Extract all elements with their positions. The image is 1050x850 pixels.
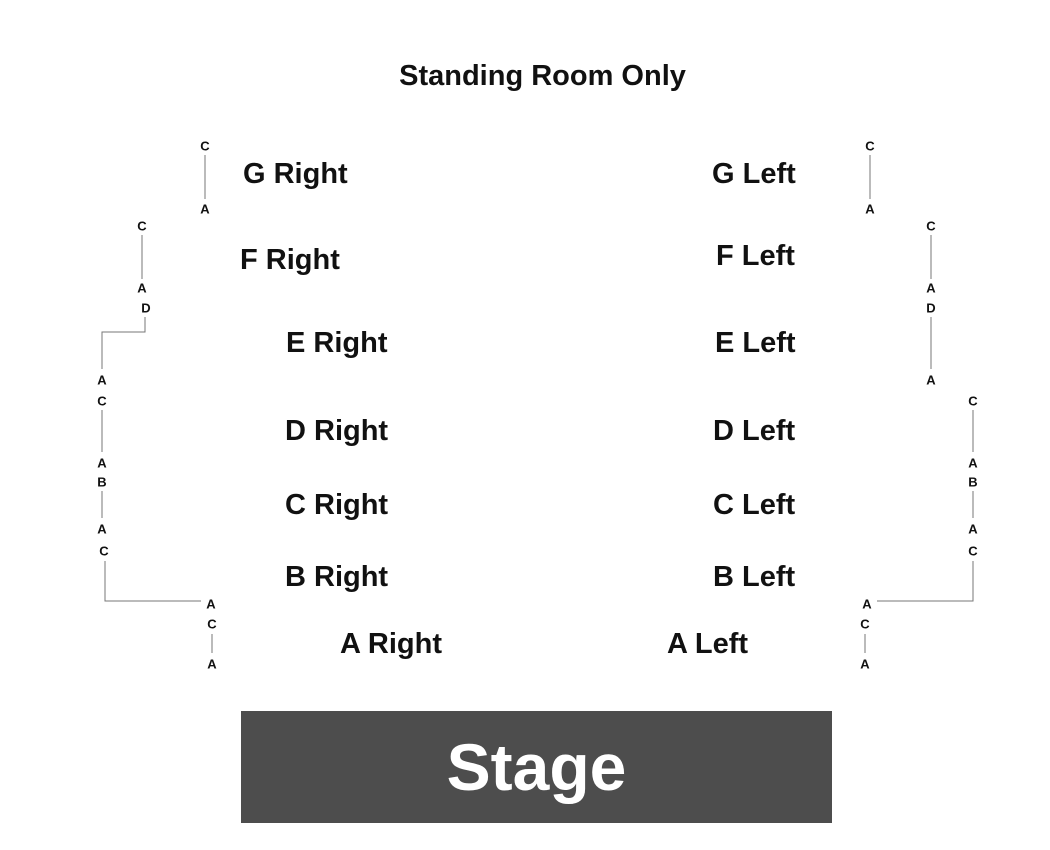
section-f-left[interactable]: F Left (716, 240, 795, 272)
seat-label: C (860, 616, 870, 632)
seat-label: A (206, 596, 216, 612)
seat-label: C (926, 218, 936, 234)
seat-label: A (207, 656, 217, 672)
section-b-left[interactable]: B Left (713, 561, 796, 593)
section-g-left[interactable]: G Left (712, 158, 796, 190)
seat-label: C (97, 393, 107, 409)
seat-label: A (865, 201, 875, 217)
seat-label: A (968, 521, 978, 537)
section-e-left[interactable]: E Left (715, 327, 796, 359)
seat-label: A (97, 455, 107, 471)
page-title: Standing Room Only (399, 60, 686, 92)
seat-label: C (207, 616, 217, 632)
seat-label: A (860, 656, 870, 672)
section-c-right[interactable]: C Right (285, 489, 389, 521)
seat-label: C (99, 543, 109, 559)
seat-label: A (926, 372, 936, 388)
connector-line (877, 561, 974, 602)
section-d-right[interactable]: D Right (285, 415, 389, 447)
seat-label: A (968, 455, 978, 471)
section-f-right[interactable]: F Right (240, 244, 340, 276)
seat-label: B (97, 474, 107, 490)
section-a-left[interactable]: A Left (667, 628, 749, 660)
seat-label: D (141, 300, 151, 316)
connector-line (104, 561, 201, 602)
section-b-right[interactable]: B Right (285, 561, 389, 593)
seat-label: A (97, 521, 107, 537)
section-a-right[interactable]: A Right (340, 628, 443, 660)
seat-label: A (926, 280, 936, 296)
section-g-right[interactable]: G Right (243, 158, 348, 190)
seat-label: A (200, 201, 210, 217)
section-e-right[interactable]: E Right (286, 327, 388, 359)
seat-label: B (968, 474, 978, 490)
seat-label: C (200, 138, 210, 154)
seat-label: A (137, 280, 147, 296)
section-c-left[interactable]: C Left (713, 489, 796, 521)
seat-label: C (968, 543, 978, 559)
connector-line (101, 317, 146, 369)
seat-label: A (97, 372, 107, 388)
seat-label: C (137, 218, 147, 234)
seat-label: C (865, 138, 875, 154)
stage: Stage (241, 711, 832, 823)
seat-label: D (926, 300, 936, 316)
seat-label: A (862, 596, 872, 612)
section-d-left[interactable]: D Left (713, 415, 796, 447)
stage-label: Stage (446, 730, 627, 804)
seat-label: C (968, 393, 978, 409)
